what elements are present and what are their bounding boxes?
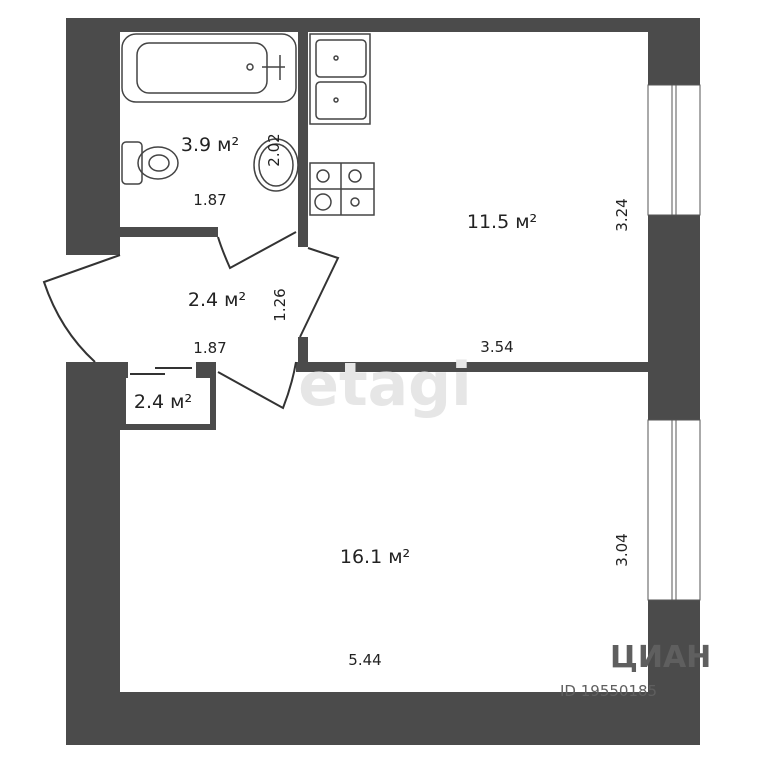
bathroom-length: 2.02: [265, 133, 283, 167]
entrance-opening: [60, 255, 126, 362]
kitchen-floor: [308, 32, 648, 362]
stove-icon: [309, 162, 375, 216]
closet-door-gap: [128, 362, 196, 378]
sink-icon: [253, 138, 299, 192]
kitchen-door: [299, 247, 340, 338]
closet-floor: [126, 378, 210, 424]
hallway-floor: [120, 237, 298, 362]
kitchen-area: 11.5 м²: [466, 211, 538, 233]
living-room-area: 16.1 м²: [339, 546, 411, 568]
cian-id-watermark: ID 19550185: [560, 682, 658, 700]
bathroom-width: 1.87: [193, 191, 227, 209]
living-room-width: 5.44: [348, 651, 382, 669]
kitchen-sink-icon: [309, 33, 371, 125]
window-living: [647, 419, 701, 601]
hallway-length: 1.26: [271, 288, 289, 322]
kitchen-length: 3.24: [613, 198, 631, 232]
bath-door-gap: [218, 226, 298, 238]
living-door: [217, 361, 297, 410]
hallway-width: 1.87: [193, 339, 227, 357]
bathroom-area: 3.9 м²: [180, 134, 240, 156]
window-kitchen: [647, 84, 701, 216]
toilet-icon: [121, 141, 179, 185]
cian-watermark: ЦИАН: [610, 640, 712, 675]
bathroom-door: [217, 231, 297, 270]
closet-area: 2.4 м²: [133, 391, 193, 413]
living-room-length: 3.04: [613, 533, 631, 567]
etagi-watermark: etagi: [298, 350, 472, 420]
bathroom-floor: [120, 32, 298, 227]
doors: [42, 231, 340, 410]
hallway-area: 2.4 м²: [187, 289, 247, 311]
bathtub-icon: [121, 33, 297, 103]
kitchen-door-gap: [297, 247, 309, 337]
kitchen-width: 3.54: [480, 338, 514, 356]
living-door-gap: [216, 362, 296, 374]
entrance-door: [42, 254, 121, 363]
